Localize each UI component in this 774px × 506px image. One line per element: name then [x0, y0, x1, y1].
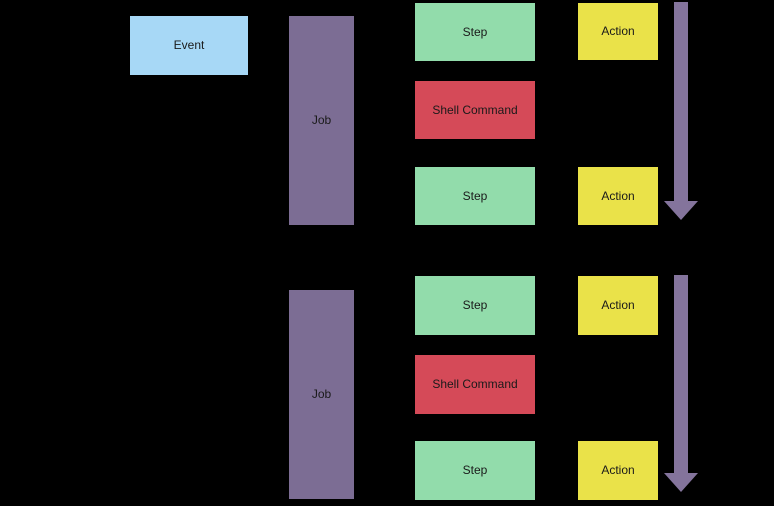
job-box: Job	[289, 16, 354, 225]
arrow-down-icon	[664, 201, 698, 220]
step-box: Step	[415, 276, 535, 335]
action-box: Action	[578, 167, 658, 225]
arrow-shaft	[674, 2, 688, 203]
event-box: Event	[130, 16, 248, 75]
action-box: Action	[578, 276, 658, 335]
step-box: Step	[415, 167, 535, 225]
action-box: Action	[578, 441, 658, 500]
arrow-shaft	[674, 275, 688, 474]
shell-command-box: Shell Command	[415, 81, 535, 139]
action-box: Action	[578, 3, 658, 60]
arrow-down-icon	[664, 473, 698, 492]
step-box: Step	[415, 3, 535, 61]
job-box: Job	[289, 290, 354, 499]
step-box: Step	[415, 441, 535, 500]
shell-command-box: Shell Command	[415, 355, 535, 414]
